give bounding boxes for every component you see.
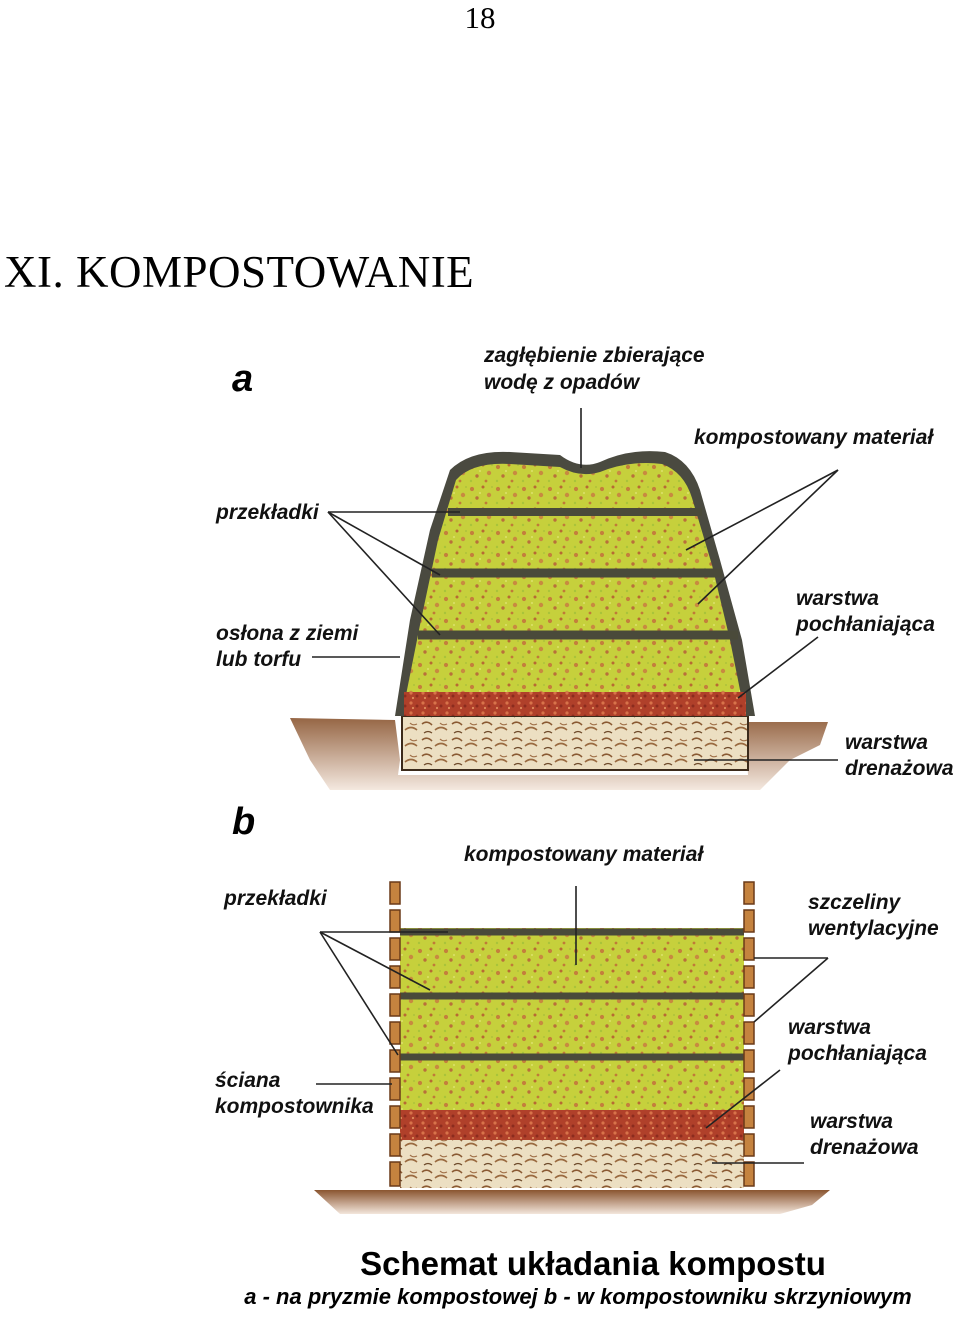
label-absorbent-a-line1: warstwa — [796, 587, 879, 610]
label-wall-line2: kompostownika — [215, 1095, 374, 1118]
right-wall-b — [743, 881, 755, 1187]
label-depression-line1: zagłębienie zbierające — [484, 344, 705, 367]
section-title: XI. KOMPOSTOWANIE — [4, 247, 475, 297]
label-drainage-b-line1: warstwa — [810, 1110, 893, 1133]
label-drainage-a-line2: drenażowa — [845, 757, 954, 780]
label-spacers-a: przekładki — [216, 501, 319, 524]
heap-leader-lines — [312, 408, 839, 761]
box-diagram — [314, 881, 830, 1214]
label-absorbent-b-line1: warstwa — [788, 1016, 871, 1039]
label-wall-line1: ściana — [215, 1069, 281, 1092]
diagram-a-letter: a — [232, 358, 254, 400]
label-drainage-b-line2: drenażowa — [810, 1136, 919, 1159]
heap-diagram — [290, 451, 828, 790]
label-absorbent-b-line2: pochłaniająca — [788, 1042, 927, 1065]
ground-soil-a — [290, 718, 828, 790]
page-number: 18 — [464, 0, 496, 35]
label-depression-line2: wodę z opadów — [484, 371, 640, 394]
diagram-b-letter: b — [232, 801, 256, 843]
caption-title: Schemat układania kompostu — [360, 1245, 826, 1282]
label-vents-line1: szczeliny — [808, 891, 901, 914]
ground-soil-b — [314, 1190, 830, 1214]
label-composted-material-b: kompostowany materiał — [464, 843, 704, 866]
label-drainage-a-line1: warstwa — [845, 731, 928, 754]
label-spacers-b: przekładki — [224, 887, 327, 910]
absorbent-layer-a — [404, 692, 746, 716]
label-cover-line1: osłona z ziemi — [216, 622, 359, 645]
label-vents-line2: wentylacyjne — [808, 917, 939, 940]
label-cover-line2: lub torfu — [216, 648, 302, 671]
label-absorbent-a-line2: pochłaniająca — [796, 613, 935, 636]
left-wall-b — [389, 881, 401, 1187]
drainage-layer-a — [401, 715, 749, 771]
caption-subtitle: a - na pryzmie kompostowej b - w kompost… — [244, 1284, 912, 1309]
box-leader-lines — [316, 886, 829, 1164]
label-composted-material-a: kompostowany materiał — [694, 426, 934, 449]
compost-core-b — [400, 928, 744, 1110]
absorbent-layer-b — [400, 1110, 744, 1140]
drainage-layer-b — [400, 1140, 744, 1188]
compost-core-a — [405, 463, 742, 700]
